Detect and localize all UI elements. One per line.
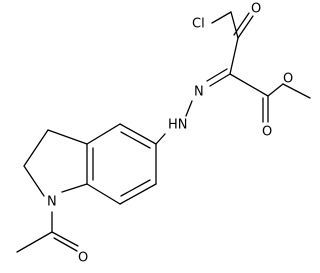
chlorine-label: Cl	[192, 17, 205, 32]
ring-nitrogen-label: N	[47, 195, 57, 210]
hydrazine-nh-label: HN	[168, 118, 188, 133]
bond-c3a-c3	[47, 129, 88, 145]
bond-nh-ring	[155, 133, 166, 145]
azo-nitrogen-label: N	[194, 85, 204, 100]
bond-calpha-cester	[229, 73, 269, 97]
bond-acetyl-methyl	[16, 231, 53, 253]
bond-ring-inner-1	[120, 131, 151, 149]
bond-c2-n1	[23, 165, 45, 197]
molecule-structure-diagram: Cl O O O N HN N O	[16, 2, 311, 266]
bond-ring-c7-c6	[119, 183, 157, 205]
bond-ring-c7a-c7	[86, 183, 121, 205]
bond-n-nh	[185, 100, 193, 117]
bond-cl-ch2	[211, 11, 232, 24]
acetyl-oxygen-label: O	[78, 251, 88, 266]
bond-c3-c2	[23, 129, 49, 167]
bond-ring-inner-3	[120, 179, 151, 197]
ester-carbonyl-oxygen-label: O	[262, 125, 272, 140]
bond-cketone-calpha	[229, 37, 239, 75]
bond-oether-methyl	[282, 83, 311, 99]
bond-acetyl-carbonyl-b	[53, 237, 78, 252]
ester-ether-oxygen-label: O	[283, 72, 293, 87]
bond-ring-c5-c4	[119, 123, 157, 145]
bond-ketone-double-a	[237, 15, 254, 39]
bond-n1-c7a	[61, 183, 88, 193]
bond-ketone-double-b	[233, 12, 250, 36]
ketone-oxygen-label: O	[251, 2, 261, 17]
bond-ring-c4-c3a	[86, 123, 121, 145]
bond-cester-oether	[267, 83, 284, 97]
bond-calpha-n-double-b	[206, 68, 228, 82]
bond-acetyl-carbonyl-a	[51, 231, 79, 247]
bond-ch2-cketone	[230, 11, 239, 39]
bond-calpha-n-double-a	[209, 73, 231, 87]
